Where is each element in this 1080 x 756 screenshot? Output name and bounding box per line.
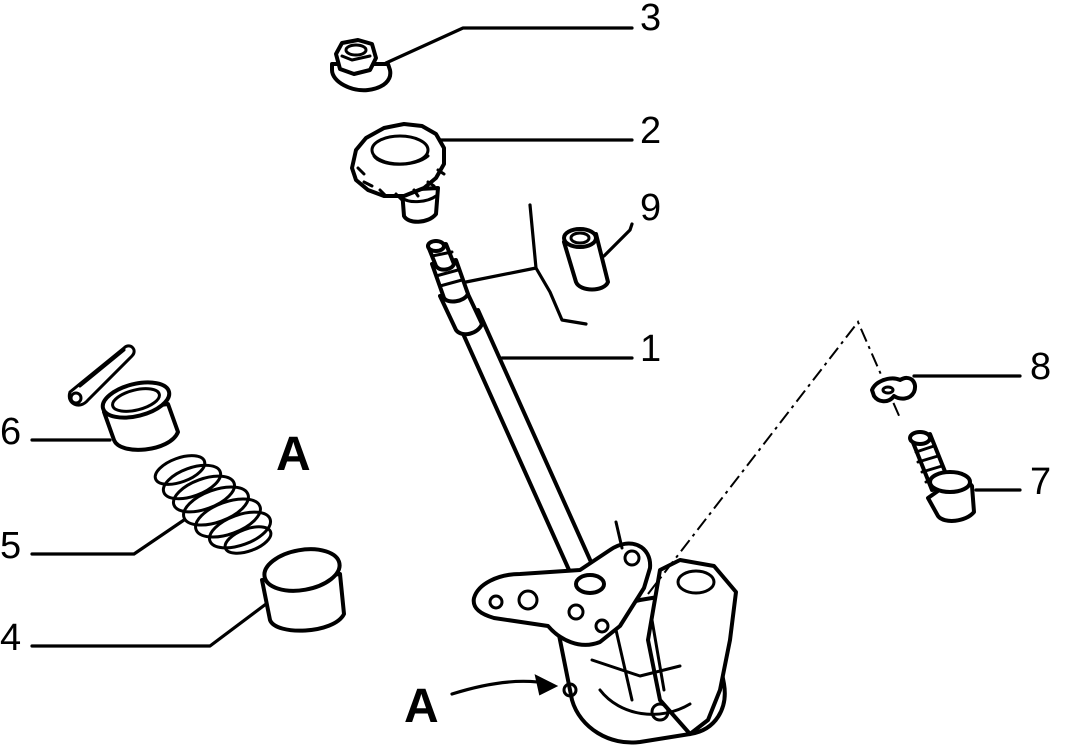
leader-5 bbox=[30, 518, 186, 556]
callout-8: 8 bbox=[1030, 346, 1051, 388]
leader-4 bbox=[30, 602, 268, 648]
callout-2: 2 bbox=[640, 110, 661, 152]
detail-view-label: A bbox=[276, 428, 311, 481]
callout-6: 6 bbox=[0, 411, 21, 453]
part-8-clip bbox=[870, 375, 917, 404]
part-3-flange-nut bbox=[330, 38, 393, 93]
leader-9 bbox=[602, 222, 634, 258]
part-cotter-pin bbox=[67, 344, 136, 407]
alignment-line bbox=[647, 320, 901, 595]
detail-pointer-label: A bbox=[404, 680, 439, 733]
part-6-ring bbox=[100, 380, 180, 452]
callout-9: 9 bbox=[640, 187, 661, 229]
part-7-bolt bbox=[908, 430, 976, 523]
part-2-drive-gear bbox=[350, 122, 446, 224]
callout-4: 4 bbox=[0, 617, 21, 659]
part-5-spring bbox=[153, 454, 273, 555]
part-4-plunger bbox=[260, 547, 346, 633]
bracket-line bbox=[464, 203, 538, 284]
callout-5: 5 bbox=[0, 525, 21, 567]
leader-3 bbox=[384, 26, 634, 65]
bracket-line-lower bbox=[534, 266, 588, 326]
callout-7: 7 bbox=[1030, 461, 1051, 503]
callout-1: 1 bbox=[640, 328, 661, 370]
part-9-sleeve bbox=[562, 227, 610, 292]
callout-3: 3 bbox=[640, 0, 661, 39]
detail-pointer-arrow bbox=[450, 674, 559, 696]
part-1-pump-shaft-housing bbox=[426, 239, 738, 745]
